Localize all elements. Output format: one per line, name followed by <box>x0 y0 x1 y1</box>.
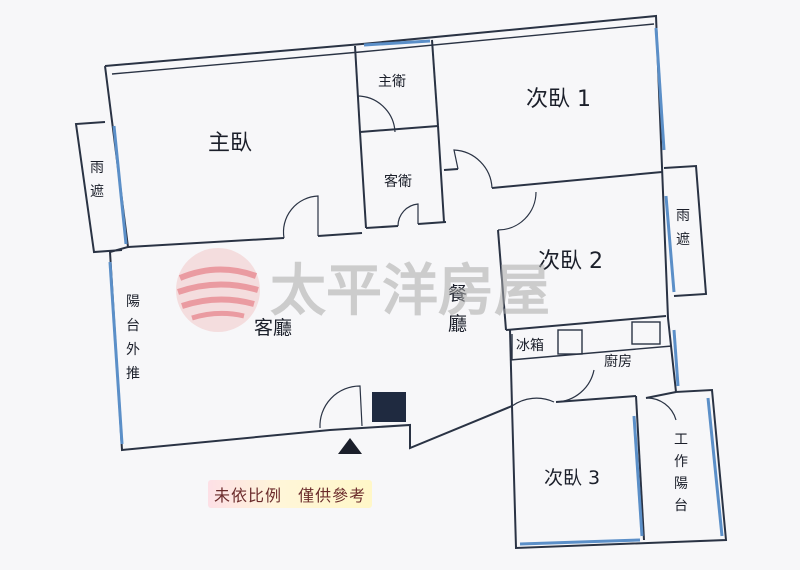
label-bedroom-2: 次臥 2 <box>538 249 603 274</box>
label-balcony-2: 台 <box>126 318 140 334</box>
disclaimer-note: 未依比例 僅供參考 <box>208 480 373 508</box>
label-dining-room-1: 餐 <box>448 283 467 305</box>
label-master-bedroom: 主臥 <box>208 131 252 156</box>
doors <box>282 95 677 429</box>
label-service-balcony-2: 作 <box>674 454 688 470</box>
label-bedroom-1: 次臥 1 <box>526 87 591 112</box>
company-logo-icon <box>176 248 260 332</box>
label-living-room: 客廳 <box>254 317 292 339</box>
label-service-balcony-4: 台 <box>674 498 688 514</box>
sink-fixture <box>557 329 583 355</box>
label-balcony-1: 陽 <box>126 294 140 310</box>
label-service-balcony-3: 陽 <box>674 476 688 492</box>
label-bedroom-3: 次臥 3 <box>544 467 600 489</box>
label-kitchen: 廚房 <box>604 353 632 370</box>
windows <box>108 27 724 546</box>
structural-column <box>372 392 406 422</box>
label-dining-room-2: 廳 <box>448 313 467 335</box>
label-awning-left-2: 遮 <box>90 184 104 200</box>
entrance-arrow-icon <box>338 438 362 454</box>
watermark-text: 太平洋房屋 <box>270 258 550 324</box>
label-balcony-4: 推 <box>126 366 140 382</box>
label-service-balcony-1: 工 <box>674 432 688 448</box>
label-awning-right-2: 遮 <box>676 232 690 248</box>
note-not-to-scale: 未依比例 <box>214 486 283 505</box>
label-awning-right-1: 雨 <box>676 208 690 224</box>
awning-right-outline <box>663 164 708 297</box>
note-for-reference: 僅供參考 <box>298 486 367 505</box>
stove-fixture <box>631 321 661 345</box>
label-master-bath: 主衛 <box>378 74 406 90</box>
label-balcony-3: 外 <box>126 342 140 358</box>
awning-left-outline <box>74 121 123 254</box>
label-awning-left-1: 雨 <box>90 160 104 176</box>
interior-walls <box>127 39 677 541</box>
label-guest-bath: 客衛 <box>384 173 412 190</box>
label-fridge: 冰箱 <box>516 338 544 354</box>
